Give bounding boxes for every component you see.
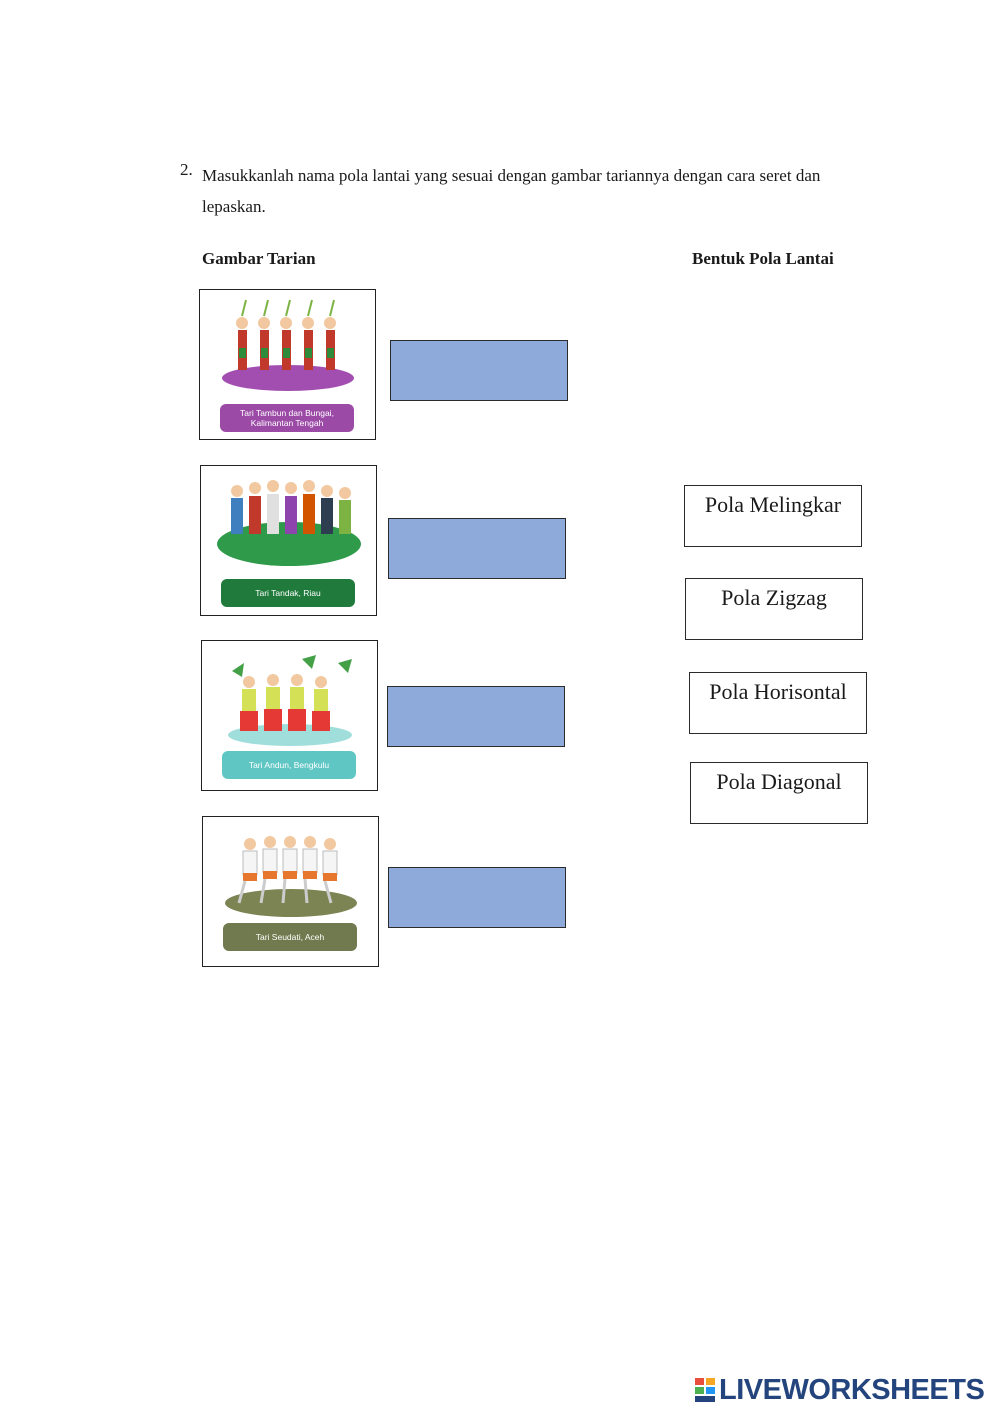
drop-zone-2[interactable]	[388, 518, 566, 579]
dance-caption: Tari Seudati, Aceh	[223, 923, 357, 951]
dance-image-andun: Tari Andun, Bengkulu	[201, 640, 378, 791]
liveworksheets-brand: LIVEWORKSHEETS	[694, 1373, 985, 1406]
dancers-illustration-icon	[217, 480, 361, 566]
liveworksheets-logo-icon	[695, 1378, 715, 1402]
drop-zone-4[interactable]	[388, 867, 566, 928]
dance-image-tambun-bungai: Tari Tambun dan Bungai, Kalimantan Tenga…	[199, 289, 376, 440]
drop-zone-1[interactable]	[390, 340, 568, 401]
dance-image-tandak: Tari Tandak, Riau	[200, 465, 377, 616]
dance-caption: Tari Andun, Bengkulu	[222, 751, 356, 779]
drop-zone-3[interactable]	[387, 686, 565, 747]
dancers-illustration-icon	[225, 836, 357, 917]
dance-image-seudati: Tari Seudati, Aceh	[202, 816, 379, 967]
option-pola-diagonal[interactable]: Pola Diagonal	[690, 762, 868, 824]
dancers-illustration-icon	[228, 655, 352, 746]
question-text: Masukkanlah nama pola lantai yang sesuai…	[202, 166, 821, 216]
dance-caption: Tari Tambun dan Bungai, Kalimantan Tenga…	[220, 404, 354, 432]
brand-name: LIVEWORKSHEETS	[719, 1373, 985, 1406]
dancers-illustration-icon	[222, 299, 354, 391]
header-floor-patterns: Bentuk Pola Lantai	[692, 249, 834, 268]
option-pola-melingkar[interactable]: Pola Melingkar	[684, 485, 862, 547]
header-dance-images: Gambar Tarian	[202, 249, 316, 268]
option-pola-horisontal[interactable]: Pola Horisontal	[689, 672, 867, 734]
dance-caption: Tari Tandak, Riau	[221, 579, 355, 607]
option-pola-zigzag[interactable]: Pola Zigzag	[685, 578, 863, 640]
question-number: 2.	[180, 160, 193, 179]
